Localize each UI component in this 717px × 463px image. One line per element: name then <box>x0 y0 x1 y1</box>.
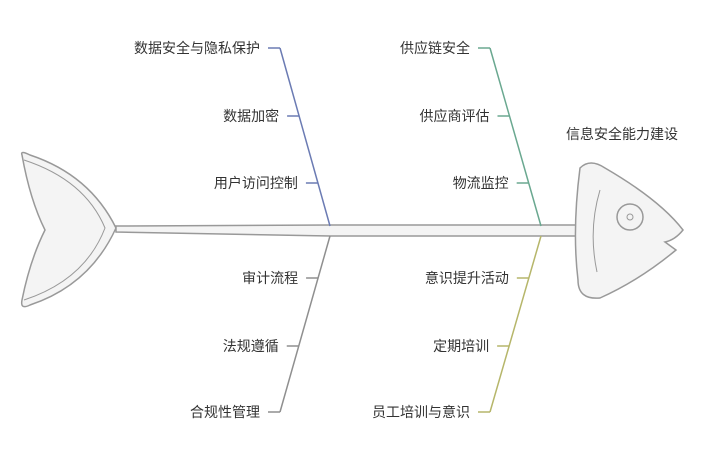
fish-spine <box>115 224 579 237</box>
cause-label: 物流监控 <box>452 176 509 192</box>
eye-icon <box>616 203 644 231</box>
cause-label: 法规遵循 <box>222 339 279 355</box>
branch-top-right <box>489 47 542 227</box>
fish-tail <box>20 151 117 308</box>
branch-bottom-right <box>489 235 542 413</box>
branch-top-left <box>279 47 331 227</box>
diagram-title: 信息安全能力建设 <box>566 127 678 143</box>
pupil-icon <box>626 213 634 221</box>
cause-label: 合规性管理 <box>190 405 260 421</box>
cause-label: 数据加密 <box>223 109 280 125</box>
cause-label: 员工培训与意识 <box>372 405 470 421</box>
cause-label: 用户访问控制 <box>213 176 298 192</box>
cause-label: 定期培训 <box>433 339 490 355</box>
branch-bottom-left <box>279 235 331 413</box>
cause-label: 供应链安全 <box>400 41 470 57</box>
cause-label: 审计流程 <box>242 271 299 287</box>
tail-inner-line <box>23 159 106 301</box>
cause-label: 供应商评估 <box>419 109 490 125</box>
cause-label: 意识提升活动 <box>424 271 509 287</box>
cause-label: 数据安全与隐私保护 <box>134 41 260 57</box>
gill-line <box>592 189 601 273</box>
